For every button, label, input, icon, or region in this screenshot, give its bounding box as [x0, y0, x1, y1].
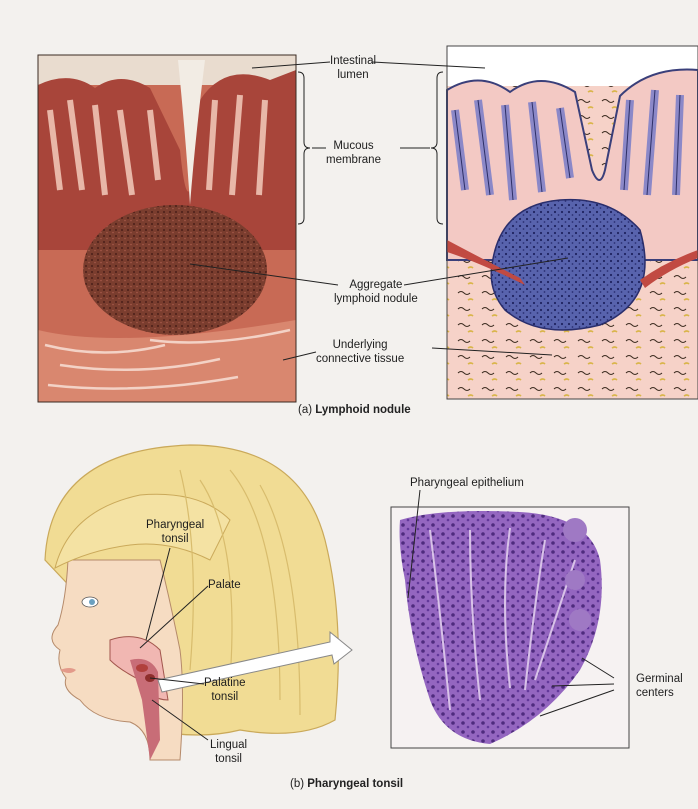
label-palate: Palate	[208, 578, 241, 592]
label-pharyngeal-epithelium: Pharyngeal epithelium	[410, 476, 524, 490]
caption-b: (b) Pharyngeal tonsil	[290, 778, 403, 790]
caption-a: (a) Lymphoid nodule	[298, 404, 411, 416]
pharyngeal-tonsil-micrograph	[391, 507, 629, 748]
lymphoid-nodule-illustration	[447, 46, 698, 399]
child-head-illustration	[45, 445, 338, 760]
lymphoid-nodule-micrograph	[38, 55, 296, 402]
